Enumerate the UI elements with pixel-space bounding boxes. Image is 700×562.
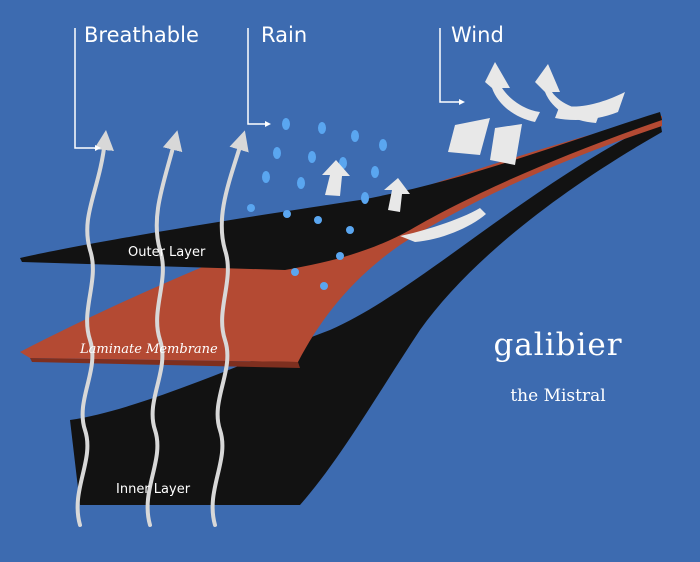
wind-label: Wind — [451, 23, 504, 47]
outer-layer-label: Outer Layer — [128, 245, 206, 260]
breathable-label: Breathable — [84, 23, 199, 47]
breathable-arrows — [75, 130, 249, 527]
product-name: the Mistral — [510, 386, 605, 406]
outer-layer-sheet — [20, 112, 662, 270]
label-connectors — [74, 28, 465, 151]
wind-arrows — [400, 62, 625, 242]
rain-bounce-arrows — [322, 160, 410, 212]
membrane-edge — [30, 358, 300, 368]
membrane-label: Laminate Membrane — [79, 342, 218, 357]
inner-layer-label: Inner Layer — [116, 482, 191, 497]
brand-logo: galibier — [493, 327, 622, 363]
rain-label: Rain — [261, 23, 307, 47]
